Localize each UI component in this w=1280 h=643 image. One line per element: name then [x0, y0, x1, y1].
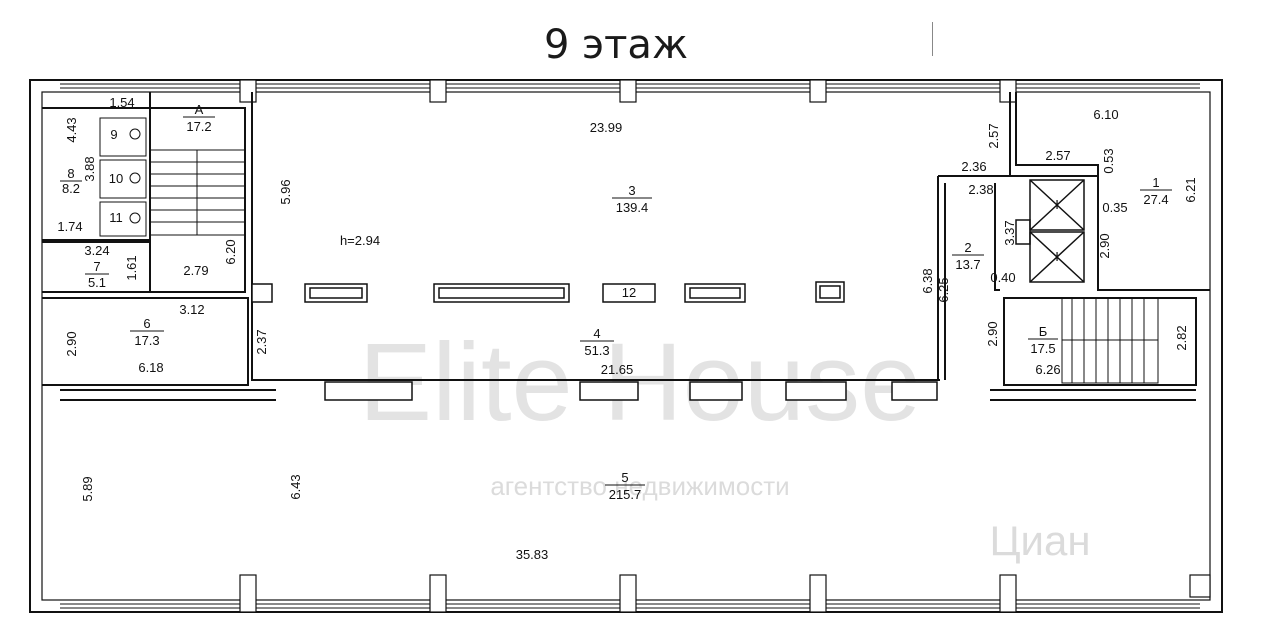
columns	[251, 281, 938, 401]
room-area: 13.7	[955, 257, 980, 272]
room-id: Б	[1039, 324, 1048, 339]
toilet-stalls	[99, 117, 147, 237]
dimension: 3.37	[1002, 220, 1017, 245]
room-id: А	[195, 102, 204, 117]
room-area: 51.3	[584, 343, 609, 358]
room-area: 17.2	[186, 119, 211, 134]
dimension: 2.90	[64, 331, 79, 356]
room-area: 27.4	[1143, 192, 1168, 207]
staircase-b	[1061, 297, 1159, 384]
dimension: 5.89	[80, 476, 95, 501]
watermark: Elite House агентство недвижимости Циан	[359, 321, 1091, 564]
room-area: 17.5	[1030, 341, 1055, 356]
room-id: 1	[1152, 175, 1159, 190]
room-id: 5	[621, 470, 628, 485]
floor-title: 9 этаж	[544, 22, 688, 68]
dimension: 2.82	[1174, 325, 1189, 350]
dimension: 3.24	[84, 243, 109, 258]
room-id: 7	[93, 259, 100, 274]
dimension: 2.79	[183, 263, 208, 278]
dimension: 1.61	[124, 255, 139, 280]
dimension: 6.20	[223, 239, 238, 264]
dimension: 6.25	[936, 277, 951, 302]
dimension: 6.43	[288, 474, 303, 499]
dimension: 1.54	[109, 95, 134, 110]
dimension: 6.10	[1093, 107, 1118, 122]
room-area: 17.3	[134, 333, 159, 348]
ceiling-height: h=2.94	[340, 233, 380, 248]
room-area: 215.7	[609, 487, 642, 502]
watermark-tagline: агентство недвижимости	[490, 471, 789, 501]
dimension: 6.38	[920, 268, 935, 293]
room-labels: А 17.2 1 27.4 2 13.7 3 139.4 4 51.3 5 21…	[60, 102, 1172, 502]
dimension: 2.38	[968, 182, 993, 197]
lift-label: I	[1055, 249, 1059, 264]
small-room-label: 10	[109, 171, 123, 186]
dimension: 1.74	[57, 219, 82, 234]
room-id: 2	[964, 240, 971, 255]
dimension: 6.18	[138, 360, 163, 375]
dimension: 35.83	[516, 547, 549, 562]
dimension: 0.53	[1101, 148, 1116, 173]
scan-mark	[932, 22, 933, 56]
dimension-labels: 1.54 4.43 3.88 1.74 3.24 1.61 2.79 6.20 …	[57, 95, 1198, 562]
dimension: 2.90	[985, 321, 1000, 346]
dimension: 6.26	[1035, 362, 1060, 377]
dimension: 2.57	[986, 123, 1001, 148]
dimension: 4.43	[64, 117, 79, 142]
dimension: 5.96	[278, 179, 293, 204]
room-area: 139.4	[616, 200, 649, 215]
room-id: 4	[593, 326, 600, 341]
lift-shafts	[1015, 179, 1085, 283]
small-room-label: 11	[109, 210, 123, 225]
dimension: 23.99	[590, 120, 623, 135]
room-area: 8.2	[62, 181, 80, 196]
dimension: 6.21	[1183, 177, 1198, 202]
room-id: 8	[67, 166, 74, 181]
dimension: 3.12	[179, 302, 204, 317]
watermark-site: Циан	[989, 517, 1090, 564]
dimension: 2.36	[961, 159, 986, 174]
dimension: 0.35	[1102, 200, 1127, 215]
staircase-a	[149, 149, 246, 236]
dimension: 2.37	[254, 329, 269, 354]
room-id: 6	[143, 316, 150, 331]
room-area: 5.1	[88, 275, 106, 290]
dimension: 21.65	[601, 362, 634, 377]
dimension: 2.57	[1045, 148, 1070, 163]
lift-label: I	[1055, 197, 1059, 212]
room-id: 3	[628, 183, 635, 198]
dimension: 2.90	[1097, 233, 1112, 258]
dimension: 0.40	[990, 270, 1015, 285]
small-room-label: 9	[110, 127, 117, 142]
dimension: 3.88	[82, 156, 97, 181]
small-room-label: 12	[622, 285, 636, 300]
